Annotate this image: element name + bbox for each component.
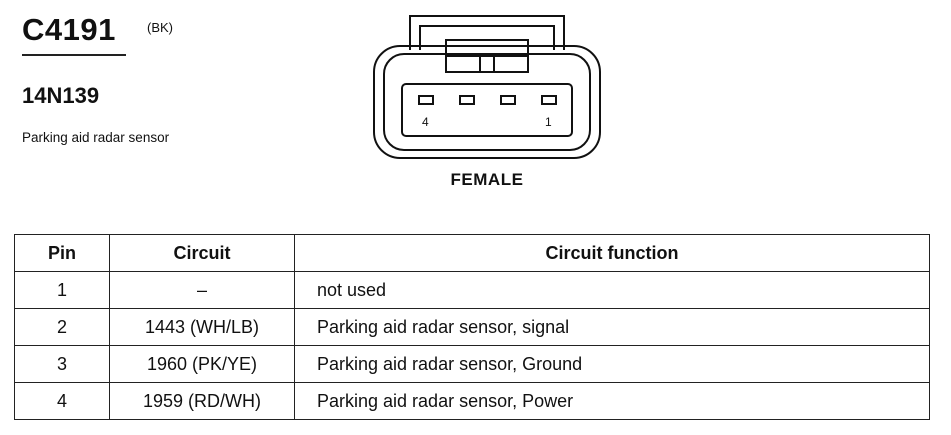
pin-label-left: 4 xyxy=(422,115,429,129)
table-row: 2 1443 (WH/LB) Parking aid radar sensor,… xyxy=(14,308,930,346)
table-row: 1 – not used xyxy=(14,271,930,309)
pin-cell: 2 xyxy=(14,308,110,346)
pin-3-cavity xyxy=(459,95,475,105)
pin-2-cavity xyxy=(500,95,516,105)
pin-4-cavity xyxy=(418,95,434,105)
connector-face-diagram: 4 1 xyxy=(373,15,601,159)
table-row: 4 1959 (RD/WH) Parking aid radar sensor,… xyxy=(14,382,930,420)
pinout-table: Pin Circuit Circuit function 1 – not use… xyxy=(14,234,930,420)
pin-label-right: 1 xyxy=(545,115,552,129)
pin-cell: 3 xyxy=(14,345,110,383)
circuit-cell: 1959 (RD/WH) xyxy=(109,382,295,420)
pin-cell: 4 xyxy=(14,382,110,420)
table-header-row: Pin Circuit Circuit function xyxy=(14,234,930,272)
function-cell: not used xyxy=(294,271,930,309)
pin-cell: 1 xyxy=(14,271,110,309)
connector-inner-shell xyxy=(383,53,591,151)
header-underline xyxy=(22,54,126,56)
header-pin: Pin xyxy=(14,234,110,272)
connector-outer-shell xyxy=(373,45,601,159)
connector-latch-frame xyxy=(409,15,565,50)
header-circuit: Circuit xyxy=(109,234,295,272)
connector-header: C4191 (BK) xyxy=(22,12,173,56)
part-number: 14N139 xyxy=(22,83,100,108)
circuit-cell: – xyxy=(109,271,295,309)
function-cell: Parking aid radar sensor, signal xyxy=(294,308,930,346)
connector-id: C4191 xyxy=(22,12,116,47)
table-row: 3 1960 (PK/YE) Parking aid radar sensor,… xyxy=(14,345,930,383)
pin-1-cavity xyxy=(541,95,557,105)
connector-description: Parking aid radar sensor xyxy=(22,130,170,145)
connector-gender-label: FEMALE xyxy=(450,170,524,189)
circuit-cell: 1960 (PK/YE) xyxy=(109,345,295,383)
pin-cavity-area xyxy=(401,83,573,137)
circuit-cell: 1443 (WH/LB) xyxy=(109,308,295,346)
function-cell: Parking aid radar sensor, Power xyxy=(294,382,930,420)
function-cell: Parking aid radar sensor, Ground xyxy=(294,345,930,383)
header-circuit-function: Circuit function xyxy=(294,234,930,272)
connector-color-code: (BK) xyxy=(147,20,173,35)
